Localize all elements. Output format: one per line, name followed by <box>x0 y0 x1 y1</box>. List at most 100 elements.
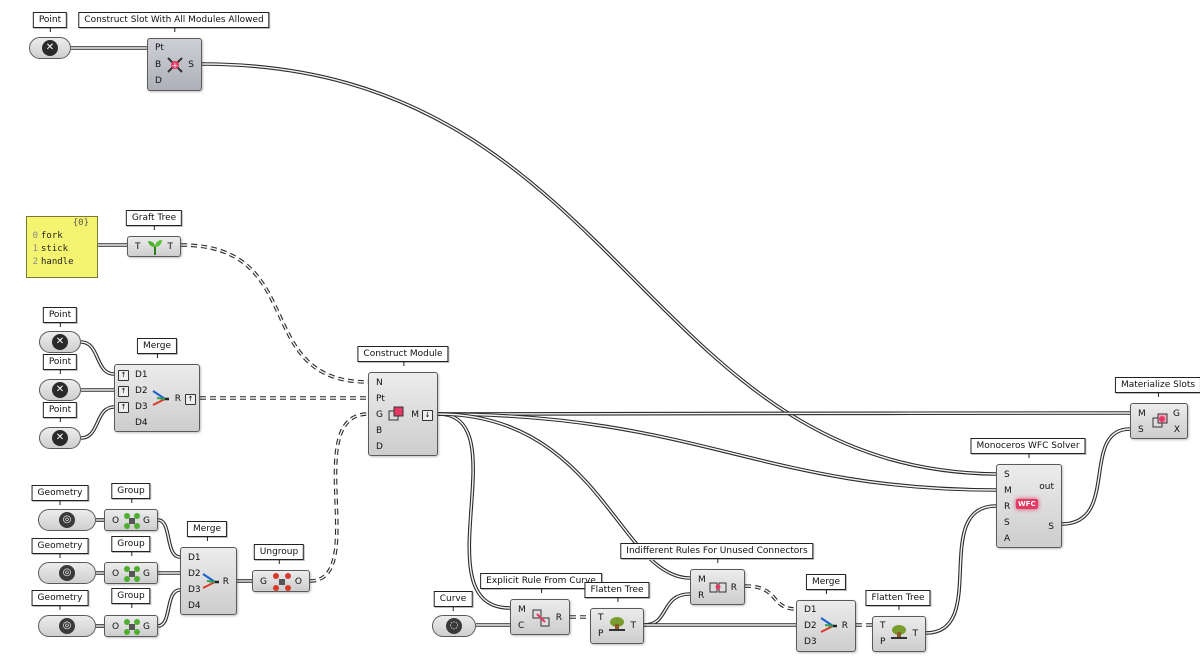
port-solver-a[interactable]: A <box>1004 534 1011 544</box>
point-param-1[interactable]: ✕ <box>29 37 71 59</box>
group-component-3[interactable]: O G <box>104 615 158 637</box>
label-indifferent-rules: Indifferent Rules For Unused Connectors <box>620 543 814 563</box>
curve-icon: ◌ <box>446 618 462 634</box>
port-indifferent-r-out[interactable]: R <box>730 583 737 593</box>
port-materialize-g[interactable]: G <box>1173 409 1180 419</box>
port-graft-t-in[interactable]: T <box>135 242 141 252</box>
geometry-param-1[interactable]: ◎ <box>38 509 96 531</box>
group-component-2[interactable]: O G <box>104 562 158 584</box>
point-param-4[interactable]: ✕ <box>39 427 81 449</box>
port-flatten1-t-out[interactable]: T <box>630 621 637 631</box>
port-solver-out[interactable]: out <box>1039 482 1054 492</box>
port-group-o[interactable]: O <box>112 569 120 579</box>
port-merge1-d2[interactable]: D2 <box>135 386 148 396</box>
port-flatten1-p[interactable]: P <box>598 629 604 639</box>
port-flatten2-t-out[interactable]: T <box>912 629 919 639</box>
curve-param[interactable]: ◌ <box>432 615 476 637</box>
label-flatten-1: Flatten Tree <box>584 582 650 602</box>
port-graft-t-out[interactable]: T <box>167 242 174 252</box>
label-wfc-solver: Monoceros WFC Solver <box>970 438 1086 458</box>
port-merge2-d3[interactable]: D3 <box>188 585 201 595</box>
port-indifferent-m[interactable]: M <box>698 575 706 585</box>
wire-flatten-to-indifferent <box>643 592 691 627</box>
port-ungroup-g[interactable]: G <box>260 577 267 587</box>
port-module-pt[interactable]: Pt <box>376 394 385 404</box>
port-module-m[interactable]: M <box>411 410 419 420</box>
port-merge3-d1[interactable]: D1 <box>804 605 817 615</box>
port-solver-s[interactable]: S <box>1004 470 1010 480</box>
graft-arrow-icon: ↑ <box>118 386 129 397</box>
port-explicit-c[interactable]: C <box>518 621 525 631</box>
graft-arrow-icon: ↑ <box>118 370 129 381</box>
port-group-g[interactable]: G <box>143 622 150 632</box>
indifferent-rules-component[interactable]: M R R <box>690 569 745 605</box>
merge-arrows-icon <box>820 617 837 633</box>
port-merge2-d2[interactable]: D2 <box>188 569 201 579</box>
wire-flatten2-to-solver <box>925 504 997 635</box>
point-x-icon: ✕ <box>52 382 68 398</box>
port-group-o[interactable]: O <box>112 516 120 526</box>
port-indifferent-r[interactable]: R <box>698 591 705 601</box>
port-merge2-r[interactable]: R <box>222 577 229 587</box>
wire-point2-to-merge <box>80 340 115 376</box>
flatten-tree-component-2[interactable]: T P T <box>872 616 926 652</box>
label-group-2: Group <box>111 536 151 556</box>
wfc-solver-component[interactable]: S M R S A out S WFC <box>996 464 1062 548</box>
materialize-slots-component[interactable]: M S G X <box>1130 403 1188 439</box>
port-module-d[interactable]: D <box>376 442 383 452</box>
port-slot-s[interactable]: S <box>188 60 194 70</box>
flatten-icon <box>609 617 625 631</box>
port-merge3-d2[interactable]: D2 <box>804 621 817 631</box>
port-materialize-x[interactable]: X <box>1173 425 1180 435</box>
construct-slot-component[interactable]: Pt B D S + <box>147 38 202 91</box>
point-param-3[interactable]: ✕ <box>39 379 81 401</box>
graft-tree-component[interactable]: T T <box>127 236 181 257</box>
port-explicit-r[interactable]: R <box>555 613 562 623</box>
port-flatten1-t[interactable]: T <box>598 613 604 623</box>
port-flatten2-p[interactable]: P <box>880 637 886 647</box>
port-merge1-d4[interactable]: D4 <box>135 418 148 428</box>
ungroup-component[interactable]: G O <box>252 570 310 592</box>
port-merge1-d1[interactable]: D1 <box>135 370 148 380</box>
port-solver-m[interactable]: M <box>1004 486 1012 496</box>
port-solver-r[interactable]: R <box>1004 502 1011 512</box>
port-ungroup-o[interactable]: O <box>294 577 302 587</box>
geometry-param-2[interactable]: ◎ <box>38 562 96 584</box>
port-materialize-m[interactable]: M <box>1138 409 1146 419</box>
port-merge3-r[interactable]: R <box>841 621 848 631</box>
port-module-b[interactable]: B <box>376 426 383 436</box>
label-merge-3: Merge <box>805 574 847 594</box>
port-slot-d[interactable]: D <box>155 76 162 86</box>
port-group-g[interactable]: G <box>143 516 150 526</box>
ungroup-icon <box>273 573 291 591</box>
construct-module-component[interactable]: N Pt G B D M ↓ <box>368 372 438 456</box>
panel-row-value: fork <box>41 231 63 241</box>
port-solver-s-out[interactable]: S <box>1048 522 1054 532</box>
port-merge1-d3[interactable]: D3 <box>135 402 148 412</box>
group-component-1[interactable]: O G <box>104 509 158 531</box>
explicit-rule-component[interactable]: M C R <box>510 599 570 635</box>
flatten-tree-component-1[interactable]: T P T <box>590 608 644 644</box>
label-explicit-rule: Explicit Rule From Curve <box>480 573 602 593</box>
merge-component-3[interactable]: D1 D2 D3 R <box>796 600 856 652</box>
geometry-param-3[interactable]: ◎ <box>38 615 96 637</box>
port-module-n[interactable]: N <box>376 378 383 388</box>
port-group-g[interactable]: G <box>143 569 150 579</box>
port-module-g[interactable]: G <box>376 410 383 420</box>
port-solver-s2[interactable]: S <box>1004 518 1010 528</box>
port-explicit-m[interactable]: M <box>518 605 526 615</box>
port-slot-b[interactable]: B <box>155 60 162 70</box>
port-merge1-r[interactable]: R <box>174 394 181 404</box>
point-param-2[interactable]: ✕ <box>39 331 81 353</box>
port-slot-pt[interactable]: Pt <box>155 43 164 53</box>
merge-component-2[interactable]: D1 D2 D3 D4 R <box>180 547 237 615</box>
port-group-o[interactable]: O <box>112 622 120 632</box>
port-merge2-d1[interactable]: D1 <box>188 553 201 563</box>
port-merge3-d3[interactable]: D3 <box>804 637 817 647</box>
port-flatten2-t[interactable]: T <box>880 621 886 631</box>
merge-component-1[interactable]: ↑ ↑ ↑ D1 D2 D3 D4 R ↑ <box>114 364 200 432</box>
port-merge2-d4[interactable]: D4 <box>188 601 201 611</box>
port-materialize-s[interactable]: S <box>1138 425 1144 435</box>
